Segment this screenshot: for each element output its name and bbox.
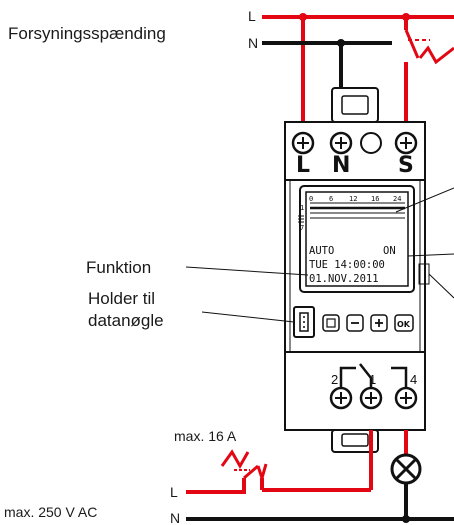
lcd-scale-0: 0 xyxy=(309,195,313,203)
terminal-screw-n xyxy=(329,131,353,155)
supply-voltage-label: Forsyningsspænding xyxy=(8,24,166,43)
lcd-state: ON xyxy=(383,245,396,257)
top-l-wire-label: L xyxy=(248,8,256,24)
function-label: Funktion xyxy=(86,258,151,277)
lcd-datetime: TUE 14:00:00 xyxy=(309,259,385,271)
terminal-screw-1 xyxy=(359,386,383,410)
n-junction-dot xyxy=(337,39,345,47)
data-key-holder-pointer xyxy=(201,311,295,323)
ok-button[interactable]: OK xyxy=(394,314,414,332)
minus-button[interactable] xyxy=(346,314,364,332)
lcd-mode: AUTO xyxy=(309,245,334,257)
relay-common-blade xyxy=(359,363,373,388)
terminal-label-l: L xyxy=(296,153,310,178)
lcd-scale-6: 6 xyxy=(329,195,333,203)
relay-contact-4: 4 xyxy=(410,372,417,387)
lcd-scale-12: 12 xyxy=(349,195,357,203)
terminal-label-n: N xyxy=(332,153,350,178)
function-pointer xyxy=(185,266,309,276)
relay-no-path xyxy=(391,366,408,388)
l-junction-dot xyxy=(299,13,307,21)
max-current-label: max. 16 A xyxy=(174,428,237,444)
pointer-program xyxy=(395,187,454,213)
terminal-empty-hole xyxy=(360,132,382,154)
terminal-screw-2 xyxy=(329,386,353,410)
terminal-screw-4 xyxy=(394,386,418,410)
lcd-scale-16: 16 xyxy=(371,195,379,203)
relay-nc-path xyxy=(339,366,356,388)
lcd-screen xyxy=(305,191,409,287)
bottom-l-wire-label: L xyxy=(170,484,178,500)
lcd-scale-24: 24 xyxy=(393,195,401,203)
data-key-holder-label-2: datanøgle xyxy=(88,311,164,330)
top-n-wire-label: N xyxy=(248,35,258,51)
circuit-breaker-symbol xyxy=(220,449,268,484)
bottom-n-junction-dot xyxy=(402,515,410,523)
din-clip-top-slot xyxy=(341,95,369,115)
lcd-date: 01.NOV.2011 xyxy=(309,273,379,285)
data-key-holder-label-1: Holder til xyxy=(88,289,155,308)
lcd-day-1: 1 xyxy=(300,204,304,212)
ok-button-label: OK xyxy=(397,320,411,329)
lamp-icon xyxy=(390,453,422,485)
plus-button[interactable] xyxy=(370,314,388,332)
pointer-datetime xyxy=(428,273,454,299)
terminal-label-s: S xyxy=(398,153,414,178)
terminal-screw-s xyxy=(394,131,418,155)
lcd-day-7: 7 xyxy=(300,224,304,232)
relay-contact-2: 2 xyxy=(331,372,338,387)
switch-junction-dot xyxy=(402,13,410,21)
terminal-screw-l xyxy=(291,131,315,155)
external-switch-blade xyxy=(404,29,420,59)
relay-contact-1: 1 xyxy=(369,372,376,387)
menu-button[interactable] xyxy=(322,314,340,332)
switch-coil-symbol xyxy=(418,45,454,65)
bottom-n-wire-label: N xyxy=(170,510,180,525)
max-voltage-label: max. 250 V AC xyxy=(4,504,97,520)
pointer-state xyxy=(407,253,454,257)
